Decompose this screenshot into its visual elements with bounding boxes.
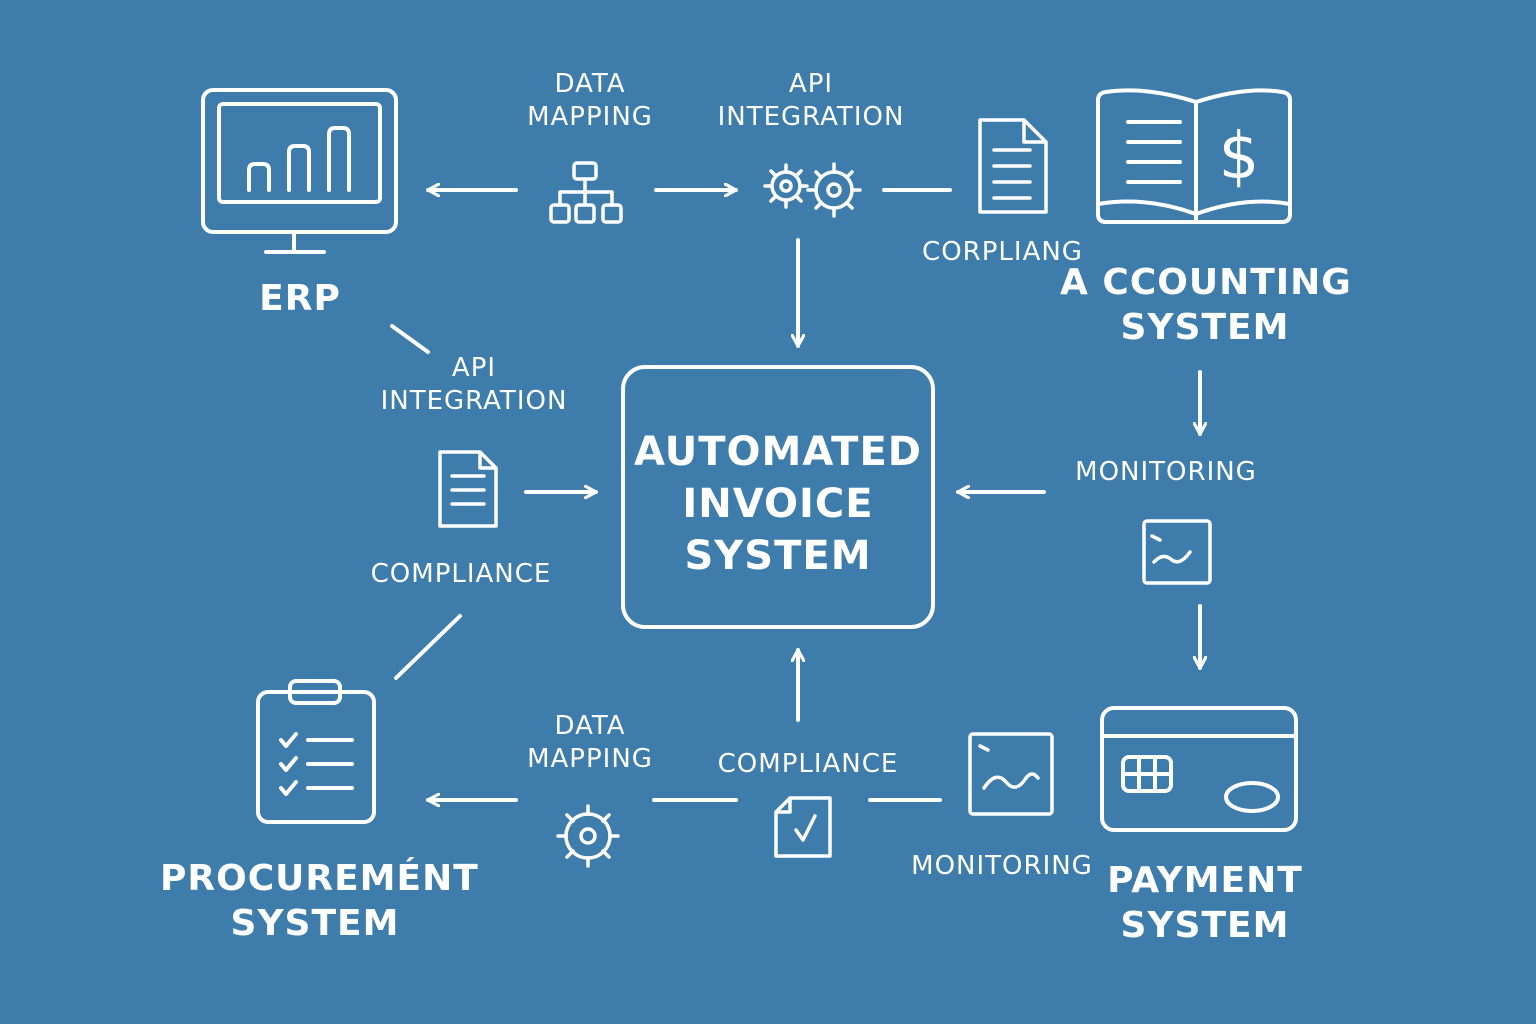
right-monitoring-label: MONITORING [1075, 457, 1257, 487]
gear-icon [556, 804, 620, 868]
left-compliance-label: COMPLIANCE [370, 559, 552, 589]
top-api-integration-label: API INTEGRATION [717, 69, 905, 132]
bottom-compliance-label: COMPLIANCE [717, 749, 899, 779]
monitor-bar-chart-icon [201, 88, 398, 254]
svg-text:$: $ [1219, 120, 1260, 194]
hierarchy-icon [549, 161, 623, 224]
ledger-book-dollar-icon: $ [1096, 88, 1292, 224]
chart-window-icon [968, 732, 1054, 816]
top-compliance-label: CORPLIANG [922, 237, 1083, 267]
document-icon [438, 450, 498, 528]
clipboard-checklist-icon [256, 679, 376, 824]
bottom-data-mapping-label: DATA MAPPING [527, 711, 653, 774]
credit-card-icon [1100, 706, 1298, 832]
center-box [621, 365, 935, 629]
bottom-monitoring-label: MONITORING [911, 851, 1093, 881]
line-erp-to-left-api [390, 324, 430, 354]
left-api-integration-label: API INTEGRATION [380, 353, 568, 416]
erp-label: ERP [259, 278, 341, 319]
center-label: AUTOMATED INVOICE SYSTEM [634, 429, 922, 579]
connectors [390, 190, 1200, 800]
procurement-system-label: PROCUREMÉNT SYSTEM [160, 858, 479, 944]
line-compliance-to-procurement [394, 614, 462, 680]
document-icon [978, 118, 1048, 214]
gears-icon [763, 162, 862, 218]
accounting-system-label: A CCOUNTING SYSTEM [1060, 262, 1352, 348]
top-data-mapping-label: DATA MAPPING [527, 69, 653, 132]
checked-document-icon [774, 796, 832, 858]
payment-system-label: PAYMENT SYSTEM [1107, 860, 1303, 946]
chart-window-icon [1142, 519, 1212, 585]
